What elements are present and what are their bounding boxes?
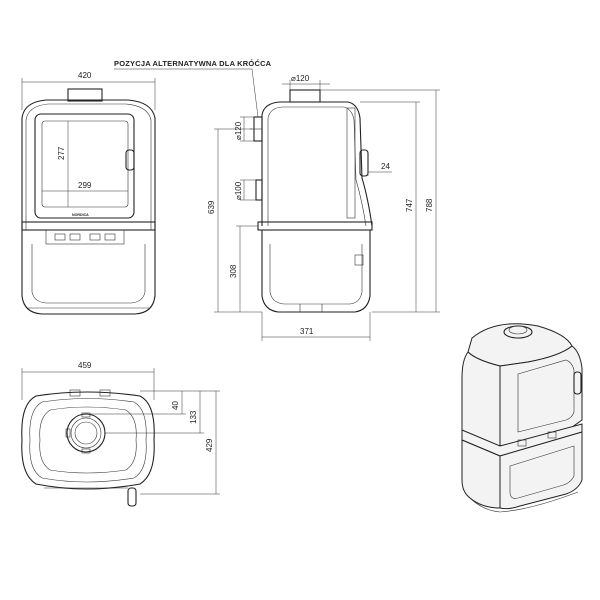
glass-height-label: 277 xyxy=(57,146,66,160)
outlet-to-back-label: 40 xyxy=(171,401,180,410)
isometric-view xyxy=(461,323,583,513)
total-height-label: 747 xyxy=(405,198,414,212)
top-width-label: 459 xyxy=(78,361,92,370)
depth-label: 371 xyxy=(300,327,314,336)
brand-label: NORDICA xyxy=(72,213,89,217)
total-height-with-outlet-label: 788 xyxy=(425,198,434,212)
glass-width-label: 299 xyxy=(78,181,92,190)
air-inlet-diameter-label: ⌀100 xyxy=(234,181,243,200)
front-view: NORDICA 420 277 299 xyxy=(21,71,156,315)
outlet-center-to-back-label: 133 xyxy=(189,410,198,424)
top-outlet-diameter-label: ⌀120 xyxy=(291,74,310,83)
alt-outlet-note: POZYCJA ALTERNATYWNA DLA KRÓĆCA xyxy=(114,59,272,68)
base-height-label: 308 xyxy=(229,264,238,278)
top-view: 459 40 133 429 xyxy=(21,361,220,507)
top-depth-label: 429 xyxy=(205,438,214,452)
handle-protrusion-label: 24 xyxy=(381,162,390,171)
front-width-label: 420 xyxy=(78,71,92,80)
side-view: POZYCJA ALTERNATYWNA DLA KRÓĆCA ⌀120 ⌀12… xyxy=(114,59,440,341)
rear-outlet-diameter-label: ⌀120 xyxy=(234,121,243,140)
height-639-label: 639 xyxy=(207,200,216,214)
